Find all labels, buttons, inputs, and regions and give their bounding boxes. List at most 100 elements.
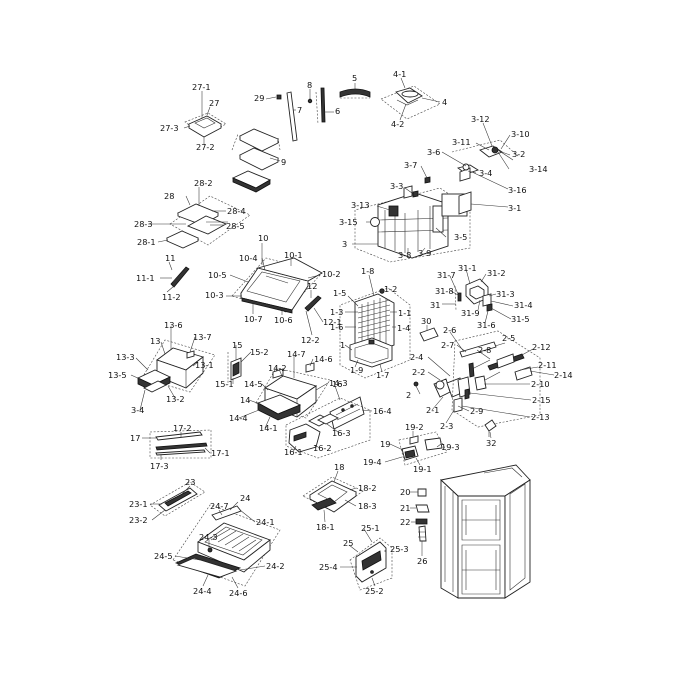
label-14: 14 <box>240 395 250 405</box>
label-3-7: 3-7 <box>404 160 417 170</box>
label-27-2: 27-2 <box>196 142 215 152</box>
label-24-1: 24-1 <box>256 517 275 527</box>
label-23-2: 23-2 <box>129 515 148 525</box>
part-5-bar <box>339 88 371 99</box>
label-17-3: 17-3 <box>150 461 169 471</box>
label-31-3: 31-3 <box>496 289 515 299</box>
label-2-3: 2-3 <box>440 421 453 431</box>
part-25 <box>349 537 393 591</box>
label-28-1: 28-1 <box>137 237 156 247</box>
part-28-shelves <box>165 195 251 249</box>
part-17-bars <box>149 429 212 459</box>
label-12: 12 <box>307 281 317 291</box>
label-14-3: 14-3 <box>329 378 348 388</box>
label-13-3: 13-3 <box>116 352 135 362</box>
label-2-1: 2-1 <box>426 405 439 415</box>
label-12-1: 12-1 <box>323 317 342 327</box>
label-12-2: 12-2 <box>301 335 320 345</box>
part-14-drawer <box>255 362 331 421</box>
label-15-2: 15-2 <box>250 347 269 357</box>
part-rods-29-8-7-6 <box>276 87 326 142</box>
label-1-7: 1-7 <box>376 370 389 380</box>
label-1-5: 1-5 <box>333 288 346 298</box>
label-3-16: 3-16 <box>508 185 527 195</box>
label-25-3: 25-3 <box>390 544 409 554</box>
part-13-drawer <box>136 339 216 393</box>
label-27: 27 <box>209 98 219 108</box>
label-1-2: 1-2 <box>384 284 397 294</box>
label-2: 2 <box>406 390 411 400</box>
label-19: 19 <box>380 439 390 449</box>
label-1-6: 1-6 <box>330 322 343 332</box>
label-11-1: 11-1 <box>136 273 155 283</box>
label-3-1: 3-1 <box>508 203 521 213</box>
label-13-2: 13-2 <box>166 394 185 404</box>
label-25-4: 25-4 <box>319 562 338 572</box>
label-14-2: 14-2 <box>268 363 287 373</box>
label-3: 3 <box>342 239 347 249</box>
label-10: 10 <box>258 233 268 243</box>
label-2-14: 2-14 <box>554 370 573 380</box>
label-3-15: 3-15 <box>339 217 358 227</box>
part-hardware-20-22-26 <box>415 488 430 542</box>
label-10-2: 10-2 <box>322 269 341 279</box>
label-13-7: 13-7 <box>193 332 212 342</box>
label-6: 6 <box>335 106 340 116</box>
label-10-4: 10-4 <box>239 253 258 263</box>
part-27-bin <box>184 112 227 138</box>
label-24-5: 24-5 <box>154 551 173 561</box>
label-31-8: 31-8 <box>435 286 454 296</box>
label-1-3: 1-3 <box>330 307 343 317</box>
label-3-2: 3-2 <box>512 149 525 159</box>
label-24-6: 24-6 <box>229 588 248 598</box>
part-10-drawer-top <box>231 257 323 314</box>
part-2-assembly <box>413 330 541 428</box>
label-28-3: 28-3 <box>134 219 153 229</box>
label-31-5: 31-5 <box>511 314 530 324</box>
label-19-1: 19-1 <box>413 464 432 474</box>
label-18-2: 18-2 <box>358 483 377 493</box>
label-7: 7 <box>297 105 302 115</box>
label-26: 26 <box>417 556 427 566</box>
label-21: 21 <box>400 503 410 513</box>
label-31-1: 31-1 <box>458 263 477 273</box>
label-19-3: 19-3 <box>441 442 460 452</box>
label-2-12: 2-12 <box>532 342 551 352</box>
label-28-2: 28-2 <box>194 178 213 188</box>
label-18-1: 18-1 <box>316 522 335 532</box>
label-3-14: 3-14 <box>529 164 548 174</box>
part-31-assembly <box>419 278 493 342</box>
label-3-13: 3-13 <box>351 200 370 210</box>
label-4: 4 <box>442 97 447 107</box>
label-27-1: 27-1 <box>192 82 211 92</box>
label-31-4: 31-4 <box>514 300 533 310</box>
label-19-4: 19-4 <box>363 457 382 467</box>
label-1-9: 1-9 <box>350 365 363 375</box>
part-number-labels: 27-1 27 27-3 27-2 29 8 7 6 5 4-1 4 4-2 9… <box>108 69 573 598</box>
label-25: 25 <box>343 538 353 548</box>
label-13-1: 13-1 <box>195 360 214 370</box>
label-31: 31 <box>430 300 440 310</box>
label-31-6: 31-6 <box>477 320 496 330</box>
label-10-7: 10-7 <box>244 314 263 324</box>
label-24-4: 24-4 <box>193 586 212 596</box>
label-4-2: 4-2 <box>391 119 404 129</box>
label-3-12: 3-12 <box>471 114 490 124</box>
label-13-6: 13-6 <box>164 320 183 330</box>
label-15: 15 <box>232 340 242 350</box>
label-10-5: 10-5 <box>208 270 227 280</box>
label-17-2: 17-2 <box>173 423 192 433</box>
label-16: 16 <box>332 379 342 389</box>
label-2-10: 2-10 <box>531 379 550 389</box>
part-4-assembly <box>380 85 441 120</box>
label-16-1: 16-1 <box>284 447 303 457</box>
label-18-3: 18-3 <box>358 501 377 511</box>
label-28-4: 28-4 <box>227 206 246 216</box>
label-4-1: 4-1 <box>393 69 406 79</box>
label-25-1: 25-1 <box>361 523 380 533</box>
label-16-3: 16-3 <box>332 428 351 438</box>
label-3-10: 3-10 <box>511 129 530 139</box>
label-11-2: 11-2 <box>162 292 181 302</box>
label-15-1: 15-1 <box>215 379 234 389</box>
